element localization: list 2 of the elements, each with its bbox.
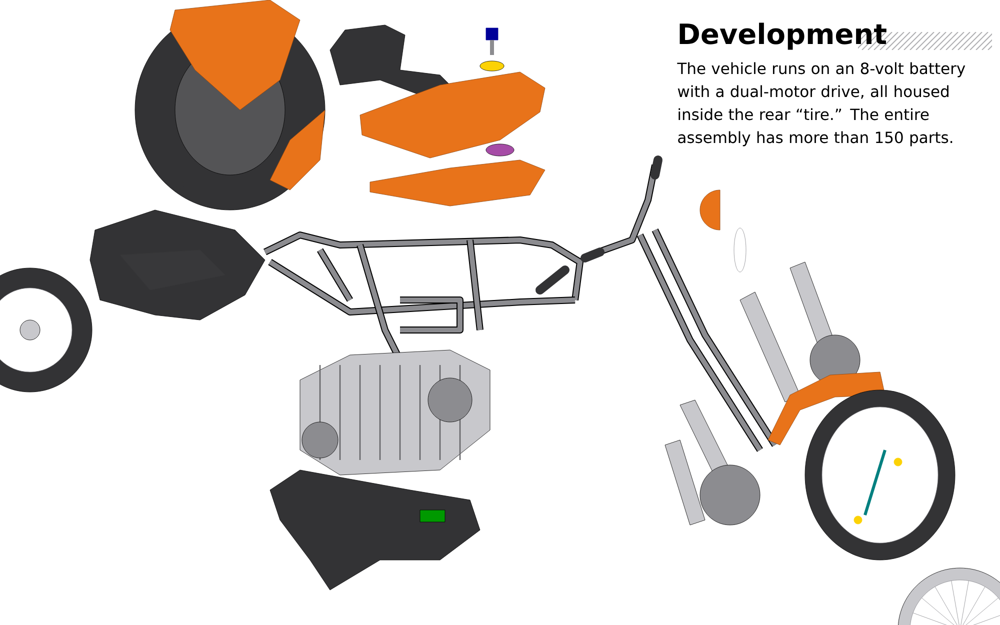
body-text: The vehicle runs on an 8-volt battery with a dual-motor drive, all housed inside the rear “tire.” The entire assembly has more than 150 parts. [677,62,966,146]
heading: Development [680,22,886,50]
